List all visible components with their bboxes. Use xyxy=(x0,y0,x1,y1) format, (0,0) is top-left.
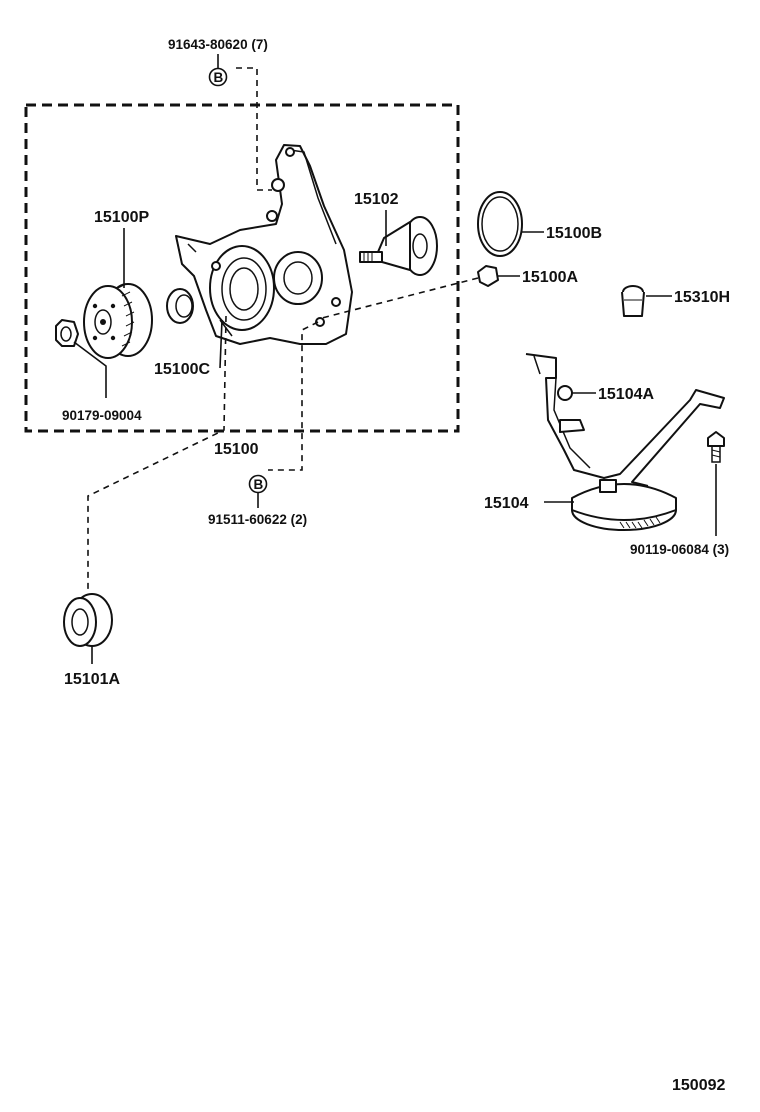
label-15100C: 15100C xyxy=(154,361,210,378)
label-15102: 15102 xyxy=(354,191,399,208)
part-15100C-seal xyxy=(166,288,194,324)
oil-pump-body xyxy=(175,144,353,345)
part-15100A-plug xyxy=(477,265,499,287)
label-15101A: 15101A xyxy=(64,671,120,688)
part-15102-valve xyxy=(359,216,438,276)
label-15104A: 15104A xyxy=(598,386,654,403)
leader-15100C xyxy=(219,319,223,369)
label-90119-06084: 90119-06084 (3) xyxy=(630,542,729,557)
part-15310H-plug xyxy=(621,285,645,317)
part-90119-bolt xyxy=(707,431,725,463)
label-15100P: 15100P xyxy=(94,209,149,226)
label-15100: 15100 xyxy=(214,441,259,458)
label-15100A: 15100A xyxy=(522,269,578,286)
label-15100B: 15100B xyxy=(546,225,602,242)
dash-15100A-path xyxy=(321,277,479,319)
part-15100B-oring xyxy=(477,191,523,257)
part-90179-nut xyxy=(55,319,79,347)
marker-b-bottom: B xyxy=(248,474,268,494)
part-15104-strainer xyxy=(525,353,725,531)
part-15100P-gear xyxy=(83,283,153,359)
leader-90179 xyxy=(73,341,107,398)
svg-text:B: B xyxy=(254,477,264,492)
figure-number: 150092 xyxy=(672,1077,725,1094)
marker-b-top: B xyxy=(208,67,228,87)
part-15104A-gasket xyxy=(557,385,573,401)
label-15104: 15104 xyxy=(484,495,529,512)
label-90179-09004: 90179-09004 xyxy=(62,408,142,423)
label-15310H: 15310H xyxy=(674,289,730,306)
label-bolt-top: 91643-80620 (7) xyxy=(168,37,268,52)
assembly-boundary-box xyxy=(24,103,460,433)
label-bolt-bottom: 91511-60622 (2) xyxy=(208,512,307,527)
dash-bolt-top-path xyxy=(236,67,272,191)
part-15101A-seal xyxy=(63,593,113,647)
dash-15101A-path xyxy=(87,315,227,592)
svg-text:B: B xyxy=(214,70,224,85)
